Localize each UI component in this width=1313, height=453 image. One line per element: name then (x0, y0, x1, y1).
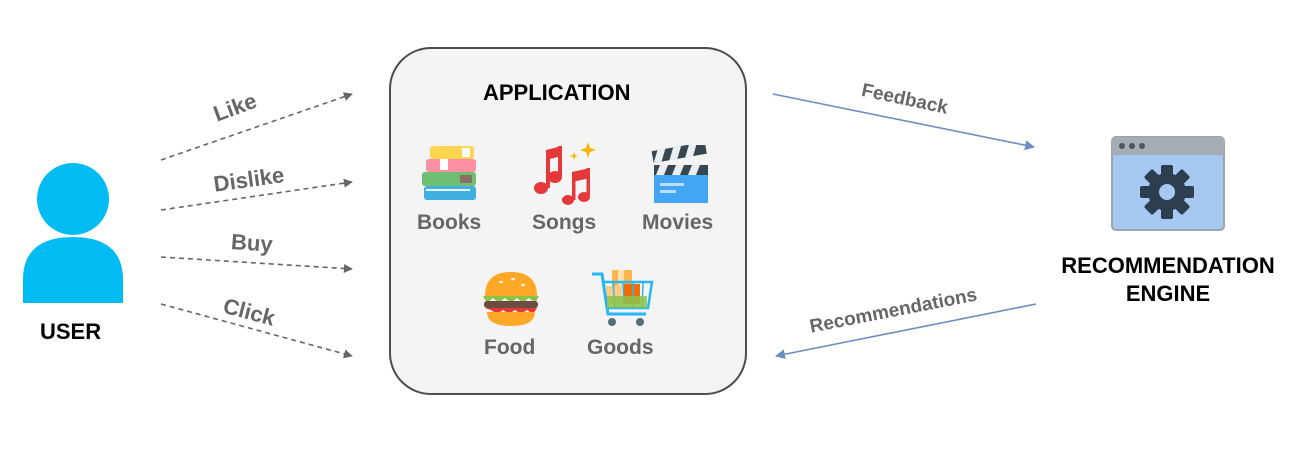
music-notes-icon (534, 142, 596, 205)
burger-icon (483, 272, 539, 326)
like-arrow (160, 92, 353, 161)
feedback-arrow (772, 93, 1035, 151)
clapperboard-icon (651, 145, 708, 203)
user-icon (23, 163, 123, 303)
goods-label: Goods (587, 336, 654, 359)
user-label: USER (40, 319, 102, 344)
engine-label-line1: RECOMMENDATION (1061, 253, 1275, 278)
recommendations-arrow (775, 303, 1037, 360)
buy-label: Buy (230, 229, 274, 257)
engine-label: RECOMMENDATION ENGINE (1040, 252, 1296, 308)
gear-window-icon (1111, 136, 1225, 231)
food-label: Food (484, 336, 536, 359)
movies-label: Movies (642, 211, 714, 234)
books-icon (422, 146, 476, 200)
shopping-cart-icon (592, 270, 654, 326)
application-title: APPLICATION (483, 80, 631, 105)
books-label: Books (417, 211, 482, 234)
engine-label-line2: ENGINE (1125, 281, 1211, 306)
application-box (389, 47, 747, 395)
click-arrow (160, 303, 353, 359)
songs-label: Songs (532, 211, 597, 234)
buy-arrow (160, 256, 353, 273)
